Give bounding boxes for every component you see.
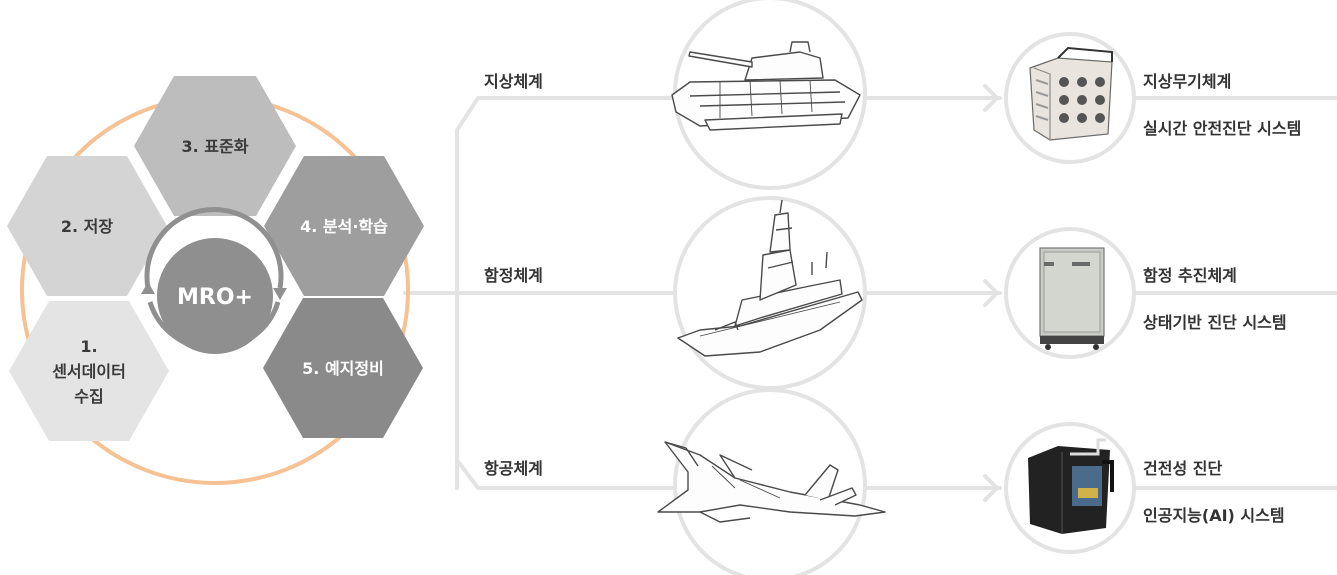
system-ground-line-1: 지상무기체계 bbox=[1143, 72, 1232, 91]
system-naval-line-2: 상태기반 진단 시스템 bbox=[1143, 313, 1287, 332]
platform-circle-air bbox=[673, 388, 867, 575]
fighter-jet-icon bbox=[657, 441, 886, 523]
arrow-head-right bbox=[273, 288, 287, 300]
step-4-label: 4. 분석·학습 bbox=[300, 217, 388, 236]
warship-icon bbox=[677, 199, 863, 357]
center-disc bbox=[157, 238, 273, 354]
branch-label-naval: 함정체계 bbox=[484, 266, 543, 285]
step-3-label: 3. 표준화 bbox=[182, 137, 249, 156]
hex-step-3 bbox=[134, 76, 296, 216]
hex-step-4 bbox=[264, 156, 424, 296]
branch-line-air bbox=[455, 458, 1002, 490]
arrow-head-left bbox=[141, 282, 155, 294]
trunk-line bbox=[403, 96, 682, 490]
step-5-label: 5. 예지정비 bbox=[302, 359, 384, 378]
arrow-air bbox=[983, 474, 999, 502]
hex-step-5 bbox=[263, 298, 423, 438]
cabinet-icon bbox=[1039, 247, 1105, 350]
connector-lines bbox=[403, 84, 1337, 502]
hex-step-2 bbox=[7, 156, 167, 296]
branch-label-air: 항공체계 bbox=[484, 459, 543, 478]
center-label: MRO+ bbox=[177, 285, 253, 310]
step-1-label-line-1: 1. bbox=[80, 337, 97, 356]
tank-icon bbox=[671, 41, 861, 131]
ruggedized-server-icon bbox=[1029, 46, 1113, 141]
system-air-line-2: 인공지능(AI) 시스템 bbox=[1143, 506, 1285, 525]
arrow-ground bbox=[983, 84, 999, 112]
branch-label-ground: 지상체계 bbox=[484, 72, 543, 91]
arrow-naval bbox=[983, 279, 999, 307]
system-naval-line-1: 함정 추진체계 bbox=[1143, 266, 1237, 285]
step-1-label-line-3: 수집 bbox=[74, 387, 103, 406]
ai-computer-icon bbox=[1028, 438, 1114, 534]
step-1-label-line-2: 센서데이터 bbox=[52, 362, 126, 381]
system-ground-line-2: 실시간 안전진단 시스템 bbox=[1143, 119, 1302, 138]
hex-step-1 bbox=[9, 301, 169, 441]
step-2-label: 2. 저장 bbox=[61, 217, 114, 236]
system-air-line-1: 건전성 진단 bbox=[1143, 459, 1223, 478]
